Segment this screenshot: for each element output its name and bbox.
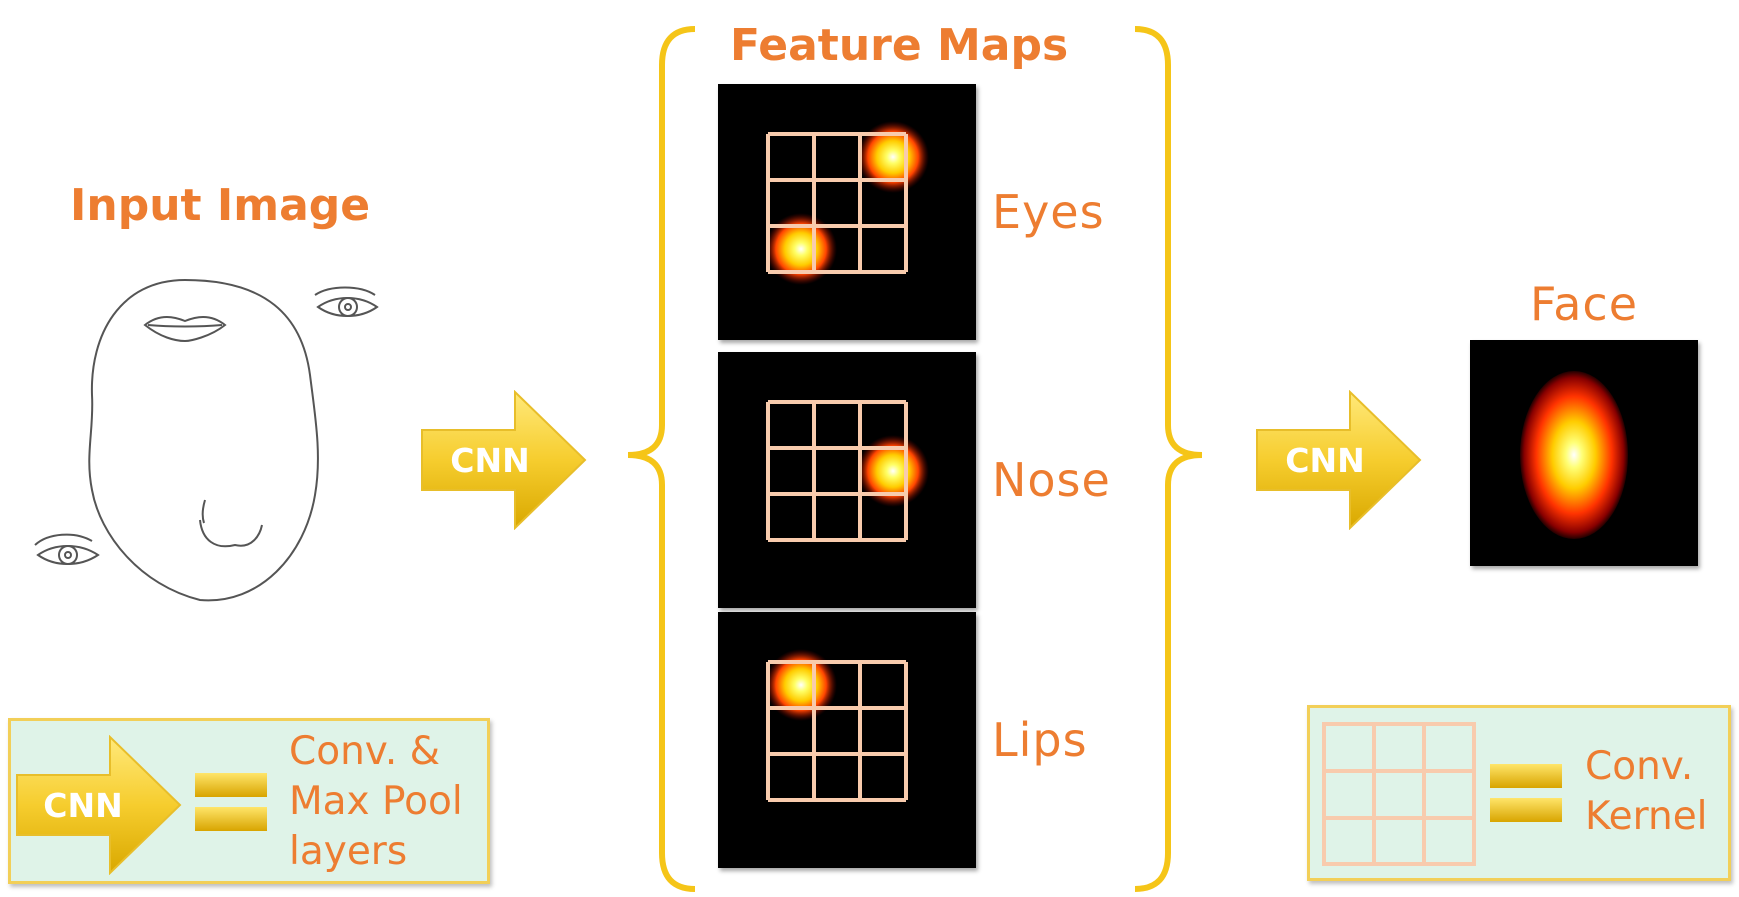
legend-kernel-text: Conv. Kernel (1585, 744, 1708, 839)
hotspot (857, 435, 929, 507)
feature-map-eyes-grid (765, 121, 929, 285)
hotspot (765, 649, 837, 721)
legend-kernel-grid (1322, 722, 1476, 866)
feature-map-nose-grid (766, 400, 929, 542)
face-label: Face (1530, 277, 1639, 331)
right-brace (1134, 26, 1203, 892)
nose-sketch (199, 519, 263, 548)
face-output-map (1470, 340, 1698, 566)
feature-map-nose (718, 352, 976, 608)
face-sketch (34, 278, 379, 602)
cnn-arrow-2: CNN (1256, 390, 1422, 530)
eye-sketch-top (314, 286, 379, 317)
legend-cnn-arrow: CNN (16, 735, 182, 875)
face-outline (88, 278, 319, 602)
lips-sketch (143, 316, 227, 343)
feature-map-eyes (718, 84, 976, 340)
label-lips: Lips (992, 713, 1088, 767)
legend-cnn-text: Conv. & Max Pool layers (289, 729, 463, 874)
left-brace (627, 26, 696, 892)
eye-sketch-bottom (34, 533, 100, 565)
hotspot (857, 121, 929, 193)
feature-maps-title: Feature Maps (730, 20, 1069, 71)
legend-equals-sign (195, 773, 267, 831)
feature-map-lips-grid (765, 649, 908, 802)
legend-cnn: CNN Conv. & Max Pool layers (8, 718, 490, 884)
legend-kernel-equals-sign (1490, 764, 1562, 822)
label-nose: Nose (992, 453, 1111, 507)
feature-map-lips (718, 612, 976, 868)
input-image-title: Input Image (70, 180, 371, 231)
face-hotspot (1520, 371, 1628, 539)
hotspot (765, 213, 837, 285)
cnn-arrow-1: CNN (421, 390, 587, 530)
label-eyes: Eyes (992, 185, 1105, 239)
cnn-arrow-1-label: CNN (450, 441, 529, 480)
cnn-arrow-2-label: CNN (1285, 441, 1364, 480)
legend-kernel: Conv. Kernel (1307, 705, 1731, 881)
legend-cnn-arrow-label: CNN (43, 786, 122, 825)
